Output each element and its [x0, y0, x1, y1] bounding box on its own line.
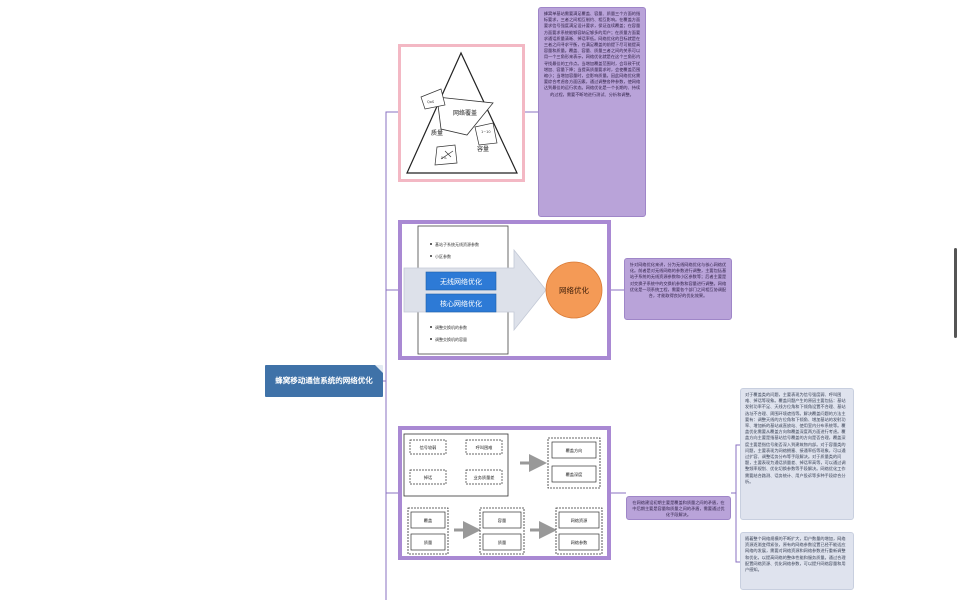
note-flow[interactable]: 针对网络优化来讲，分为无线网络优化与核心网络优化。前者是对无线网络的参数进行调整… — [624, 258, 732, 320]
process-top-left-item: 业务质量差 — [474, 474, 495, 481]
note-triangle-text: 蜂窝单基站需要满足覆盖、容量、质量三个方面的指标要求，三者之间相互制约、相互影响… — [543, 11, 641, 97]
triangle-image-frame[interactable]: 网络覆盖 质量 容量 QoS 1~10 5% — [398, 44, 525, 182]
process-bottom-mid-item: 容量 — [498, 517, 506, 524]
triangle-right-label: 容量 — [477, 145, 489, 153]
process-top-right-item: 覆盖深度 — [566, 471, 584, 478]
process-top-left-item: 掉话 — [424, 474, 432, 481]
triangle-small-label: 5% — [441, 156, 447, 160]
central-topic-label: 蜂窝移动通信系统的网络优化 — [275, 376, 373, 385]
triangle-small-label: QoS — [427, 100, 435, 104]
note-process[interactable]: 在网络建设初期主要是覆盖和质量之间的矛盾，在中后期主要是容量和质量之间的矛盾，需… — [626, 496, 731, 520]
process-bottom-left-item: 覆盖 — [424, 517, 432, 524]
flow-box-core: 核心网络优化 — [440, 299, 482, 308]
process-top-left-item: 信号较弱 — [420, 444, 437, 451]
flow-diagram: 无线网络优化 核心网络优化 网络优化 基站子系统无线资源参数 小区参数 调整交换… — [403, 225, 603, 355]
note-coverage[interactable]: 对于覆盖类的问题，主要表现为信号强度弱、呼叫困难、掉话等现象。覆盖问题产生的原因… — [740, 388, 854, 520]
note-flow-text: 针对网络优化来讲，分为无线网络优化与核心网络优化。前者是对无线网络的参数进行调整… — [629, 262, 727, 299]
note-fold-icon — [375, 365, 383, 373]
flow-diagram-frame[interactable]: 无线网络优化 核心网络优化 网络优化 基站子系统无线资源参数 小区参数 调整交换… — [398, 220, 611, 360]
process-bottom-right-item: 网络参数 — [571, 539, 589, 546]
central-topic[interactable]: 蜂窝移动通信系统的网络优化 — [265, 365, 383, 397]
triangle-left-label: 质量 — [431, 129, 443, 137]
triangle-top-label: 网络覆盖 — [453, 109, 477, 117]
flow-top-item: 基站子系统无线资源参数 — [435, 241, 479, 247]
flow-box-wireless: 无线网络优化 — [440, 277, 482, 286]
process-bottom-right-item: 网络资源 — [571, 517, 589, 524]
flow-circle-label: 网络优化 — [559, 285, 589, 295]
note-triangle[interactable]: 蜂窝单基站需要满足覆盖、容量、质量三个方面的指标要求，三者之间相互制约、相互影响… — [538, 7, 646, 217]
process-diagram: 信号较弱 呼叫困难 掉话 业务质量差 覆盖方向 覆盖深度 覆盖 质量 容量 质量… — [403, 433, 603, 555]
flow-top-item: 小区参数 — [435, 253, 451, 259]
process-diagram-frame[interactable]: 信号较弱 呼叫困难 掉话 业务质量差 覆盖方向 覆盖深度 覆盖 质量 容量 质量… — [398, 426, 611, 560]
process-top-left-item: 呼叫困难 — [476, 444, 493, 451]
note-process-text: 在网络建设初期主要是覆盖和质量之间的矛盾，在中后期主要是容量和质量之间的矛盾，需… — [632, 500, 725, 518]
note-resources[interactable]: 随着整个网络规模的不断扩大，用户数量的增加，网络资源逐渐变得紧张，原有的网络参数… — [740, 532, 854, 590]
process-bottom-mid-item: 质量 — [498, 539, 506, 546]
flow-bottom-item: 调整交换机的容量 — [435, 336, 467, 342]
process-top-right-item: 覆盖方向 — [566, 447, 583, 454]
note-resources-text: 随着整个网络规模的不断扩大，用户数量的增加，网络资源逐渐变得紧张，原有的网络参数… — [745, 536, 846, 573]
note-coverage-text: 对于覆盖类的问题，主要表现为信号强度弱、呼叫困难、掉话等现象。覆盖问题产生的原因… — [745, 392, 846, 484]
vertical-scrollbar[interactable] — [954, 248, 957, 338]
process-bottom-left-item: 质量 — [424, 539, 432, 546]
triangle-diagram: 网络覆盖 质量 容量 QoS 1~10 5% — [406, 51, 518, 174]
flow-bottom-item: 调整交换机的参数 — [435, 324, 467, 330]
triangle-small-label: 1~10 — [481, 130, 491, 134]
